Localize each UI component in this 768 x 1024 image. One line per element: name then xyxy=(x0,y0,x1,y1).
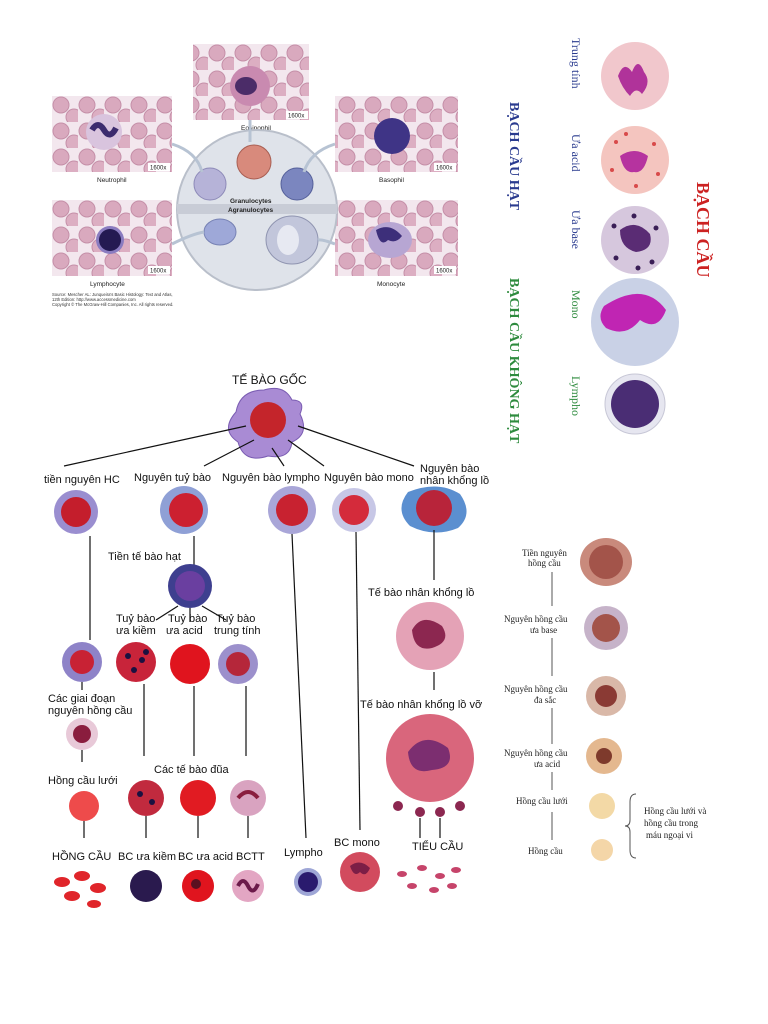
eosinophil-label: Eosinophil xyxy=(241,125,272,132)
reticulocyte-cell xyxy=(589,793,615,819)
leukocyte-types-figure: 1600x Eosinophil 1600x Neutrophil 1600x … xyxy=(52,44,458,312)
granular-group-label: BẠCH CẦU HẠT xyxy=(506,102,523,211)
lymphocyte-label: Lymphocyte xyxy=(90,281,125,288)
agranulocytes-label: Agranulocytes xyxy=(228,207,274,214)
step-5: Hồng cầu lưới xyxy=(516,796,568,806)
label-lympho: Lympho xyxy=(569,376,583,416)
brace-note-2: hồng cầu trong xyxy=(644,818,698,828)
brace-note-1: Hồng cầu lưới và xyxy=(644,806,706,816)
giai-doan-2: nguyên hồng cầu xyxy=(48,705,132,717)
step-2-b: ưa base xyxy=(530,625,557,635)
erythroid-series: Tiền nguyên hồng cầu Nguyên hồng cầu ưa … xyxy=(496,530,764,870)
monocyte-label: Monocyte xyxy=(377,281,406,288)
tien-te-bao-hat-label: Tiền tế bào hạt xyxy=(108,551,181,563)
giai-doan-1: Các giai đoạn xyxy=(48,693,115,705)
step-2-a: Nguyên hồng cầu xyxy=(504,614,568,624)
final-bctt: BCTT xyxy=(236,851,265,863)
band-basophil xyxy=(128,780,164,816)
myelocyte-eosinophil xyxy=(170,644,210,684)
step-3-b: đa sắc xyxy=(534,695,556,705)
tuy-bao-tt-1: Tuỷ bào xyxy=(216,613,255,625)
step-1-a: Tiền nguyên xyxy=(522,548,567,558)
tuy-bao-acid-2: ưa acid xyxy=(166,625,203,637)
branch-nguyen-tuy-bao: Nguyên tuỷ bào xyxy=(134,472,211,484)
tuy-bao-kiem-2: ưa kiềm xyxy=(116,625,156,637)
te-bao-dua-label: Các tế bào đũa xyxy=(154,764,229,776)
eosinophil-mag: 1600x xyxy=(288,114,304,120)
branch-nguyen-bao-mono: Nguyên bào mono xyxy=(324,472,414,484)
granulocytes-label: Granulocytes xyxy=(230,198,272,205)
label-ua-base: Ưa base xyxy=(569,210,583,249)
monocyte-mag: 1600x xyxy=(436,269,452,275)
band-neutrophil xyxy=(230,780,266,816)
step-1-b: hồng cầu xyxy=(528,558,561,568)
hematopoiesis-tree: TẾ BÀO GỐC tiền nguyên HC Nguyên tuỷ bào… xyxy=(36,360,496,912)
branch-nguyen-bao-1: Nguyên bào xyxy=(420,463,479,475)
final-bc-ua-acid: BC ưa acid xyxy=(178,851,233,863)
step-3-a: Nguyên hồng cầu xyxy=(504,684,568,694)
final-bc-mono: BC mono xyxy=(334,837,380,849)
myelocyte-basophil xyxy=(116,642,156,682)
source-line-1: Source: Mescher AL: Junqueira's Basic Hi… xyxy=(52,292,173,297)
step-4-b: ưa acid xyxy=(534,759,561,769)
step-6: Hồng cầu xyxy=(528,846,563,856)
erythrocyte-cell xyxy=(591,839,613,861)
final-basophil-cell xyxy=(130,870,162,902)
label-trung-tinh: Trung tính xyxy=(569,38,583,89)
brace-note-3: máu ngoại vi xyxy=(646,830,693,840)
branch-nguyen-bao-lympho: Nguyên bào lympho xyxy=(222,472,320,484)
te-bao-nhan-khong-lo-vo-label: Tế bào nhân khổng lồ vỡ xyxy=(360,699,482,711)
final-lympho: Lympho xyxy=(284,847,323,859)
branch-tien-nguyen-hc: tiền nguyên HC xyxy=(44,474,120,486)
neutrophil-mag: 1600x xyxy=(150,166,166,172)
source-line-3: Copyright © The McGraw-Hill Companies, I… xyxy=(52,302,173,307)
branch-nguyen-bao-2: nhân khổng lồ xyxy=(420,475,489,487)
brace xyxy=(624,793,637,859)
lymphocyte-mag: 1600x xyxy=(150,269,166,275)
root-label: TẾ BÀO GỐC xyxy=(232,372,307,387)
tuy-bao-kiem-1: Tuỷ bào xyxy=(116,613,155,625)
basophil-mag: 1600x xyxy=(436,166,452,172)
label-mono: Mono xyxy=(569,290,583,319)
final-tieu-cau: TIỂU CẦU xyxy=(412,840,463,853)
basophil-label: Basophil xyxy=(379,177,404,184)
source-line-2: 12th Edition: http://www.accessmedicine.… xyxy=(52,297,136,302)
te-bao-nhan-khong-lo-label: Tế bào nhân khổng lồ xyxy=(368,587,474,599)
rbc-group xyxy=(54,871,106,908)
final-hong-cau: HỒNG CẦU xyxy=(52,850,111,863)
hong-cau-luoi-label: Hồng cầu lưới xyxy=(48,775,118,787)
final-bc-ua-kiem: BC ưa kiềm xyxy=(118,851,176,863)
tuy-bao-acid-1: Tuỷ bào xyxy=(168,613,207,625)
reticulocyte xyxy=(69,791,99,821)
step-4-a: Nguyên hồng cầu xyxy=(504,748,568,758)
bach-cau-title: BẠCH CẦU xyxy=(693,182,714,278)
neutrophil-label: Neutrophil xyxy=(97,177,127,184)
tuy-bao-tt-2: trung tính xyxy=(214,625,260,637)
agranular-group-label: BẠCH CẦU KHÔNG HẠT xyxy=(506,278,523,444)
label-ua-acid: Ưa acid xyxy=(569,134,583,172)
bach-cau-figure: BẠCH CẦU BẠCH CẦU HẠT BẠCH CẦU KHÔNG HẠT… xyxy=(496,30,728,446)
platelet-group xyxy=(397,865,461,893)
band-eosinophil xyxy=(180,780,216,816)
